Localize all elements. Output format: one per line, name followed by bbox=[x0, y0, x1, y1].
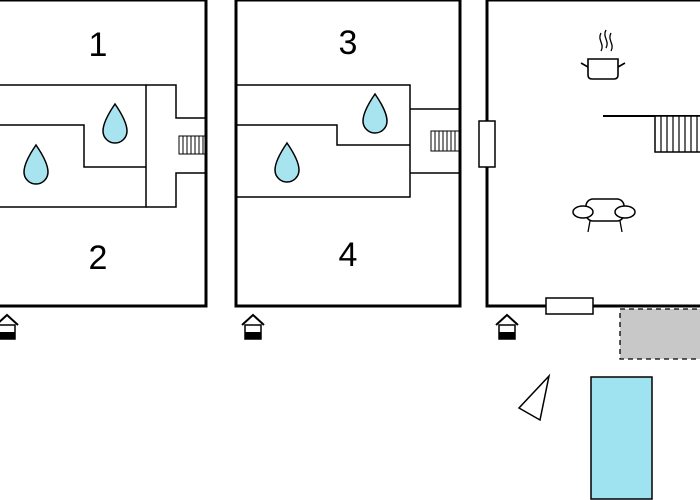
unit-c-outline bbox=[485, 0, 700, 308]
unit-a-outline bbox=[0, 0, 208, 308]
unit-b-outline bbox=[234, 0, 462, 308]
water-drop-icon bbox=[102, 102, 128, 144]
unit-b-stair-nook bbox=[410, 108, 460, 174]
north-arrow-icon bbox=[517, 373, 551, 422]
water-drop-icon bbox=[362, 92, 388, 134]
door-icon bbox=[545, 297, 594, 315]
stairs-icon bbox=[178, 135, 206, 155]
room-number: 2 bbox=[89, 239, 108, 277]
unit-c bbox=[478, 0, 700, 500]
sofa-icon bbox=[572, 198, 636, 233]
terrace-area bbox=[619, 308, 700, 360]
unit-b-bath-wall bbox=[236, 84, 411, 198]
pool-area bbox=[590, 376, 653, 500]
entrance-icon bbox=[241, 313, 265, 340]
entrance-icon bbox=[495, 313, 519, 340]
unit-b: 3 4 bbox=[234, 0, 462, 340]
room-number: 1 bbox=[89, 26, 108, 64]
stairs-icon bbox=[430, 130, 460, 152]
door-icon bbox=[478, 120, 496, 168]
stairs-icon bbox=[654, 115, 700, 153]
room-number: 4 bbox=[339, 236, 358, 274]
entrance-icon bbox=[0, 313, 19, 340]
water-drop-icon bbox=[23, 143, 49, 185]
cooking-pot-icon bbox=[580, 29, 626, 80]
unit-a-stair-nook bbox=[146, 84, 206, 208]
unit-a: 1 2 bbox=[0, 0, 208, 340]
unit-a-bath-wall bbox=[0, 84, 147, 208]
room-number: 3 bbox=[339, 24, 358, 62]
water-drop-icon bbox=[274, 141, 300, 183]
